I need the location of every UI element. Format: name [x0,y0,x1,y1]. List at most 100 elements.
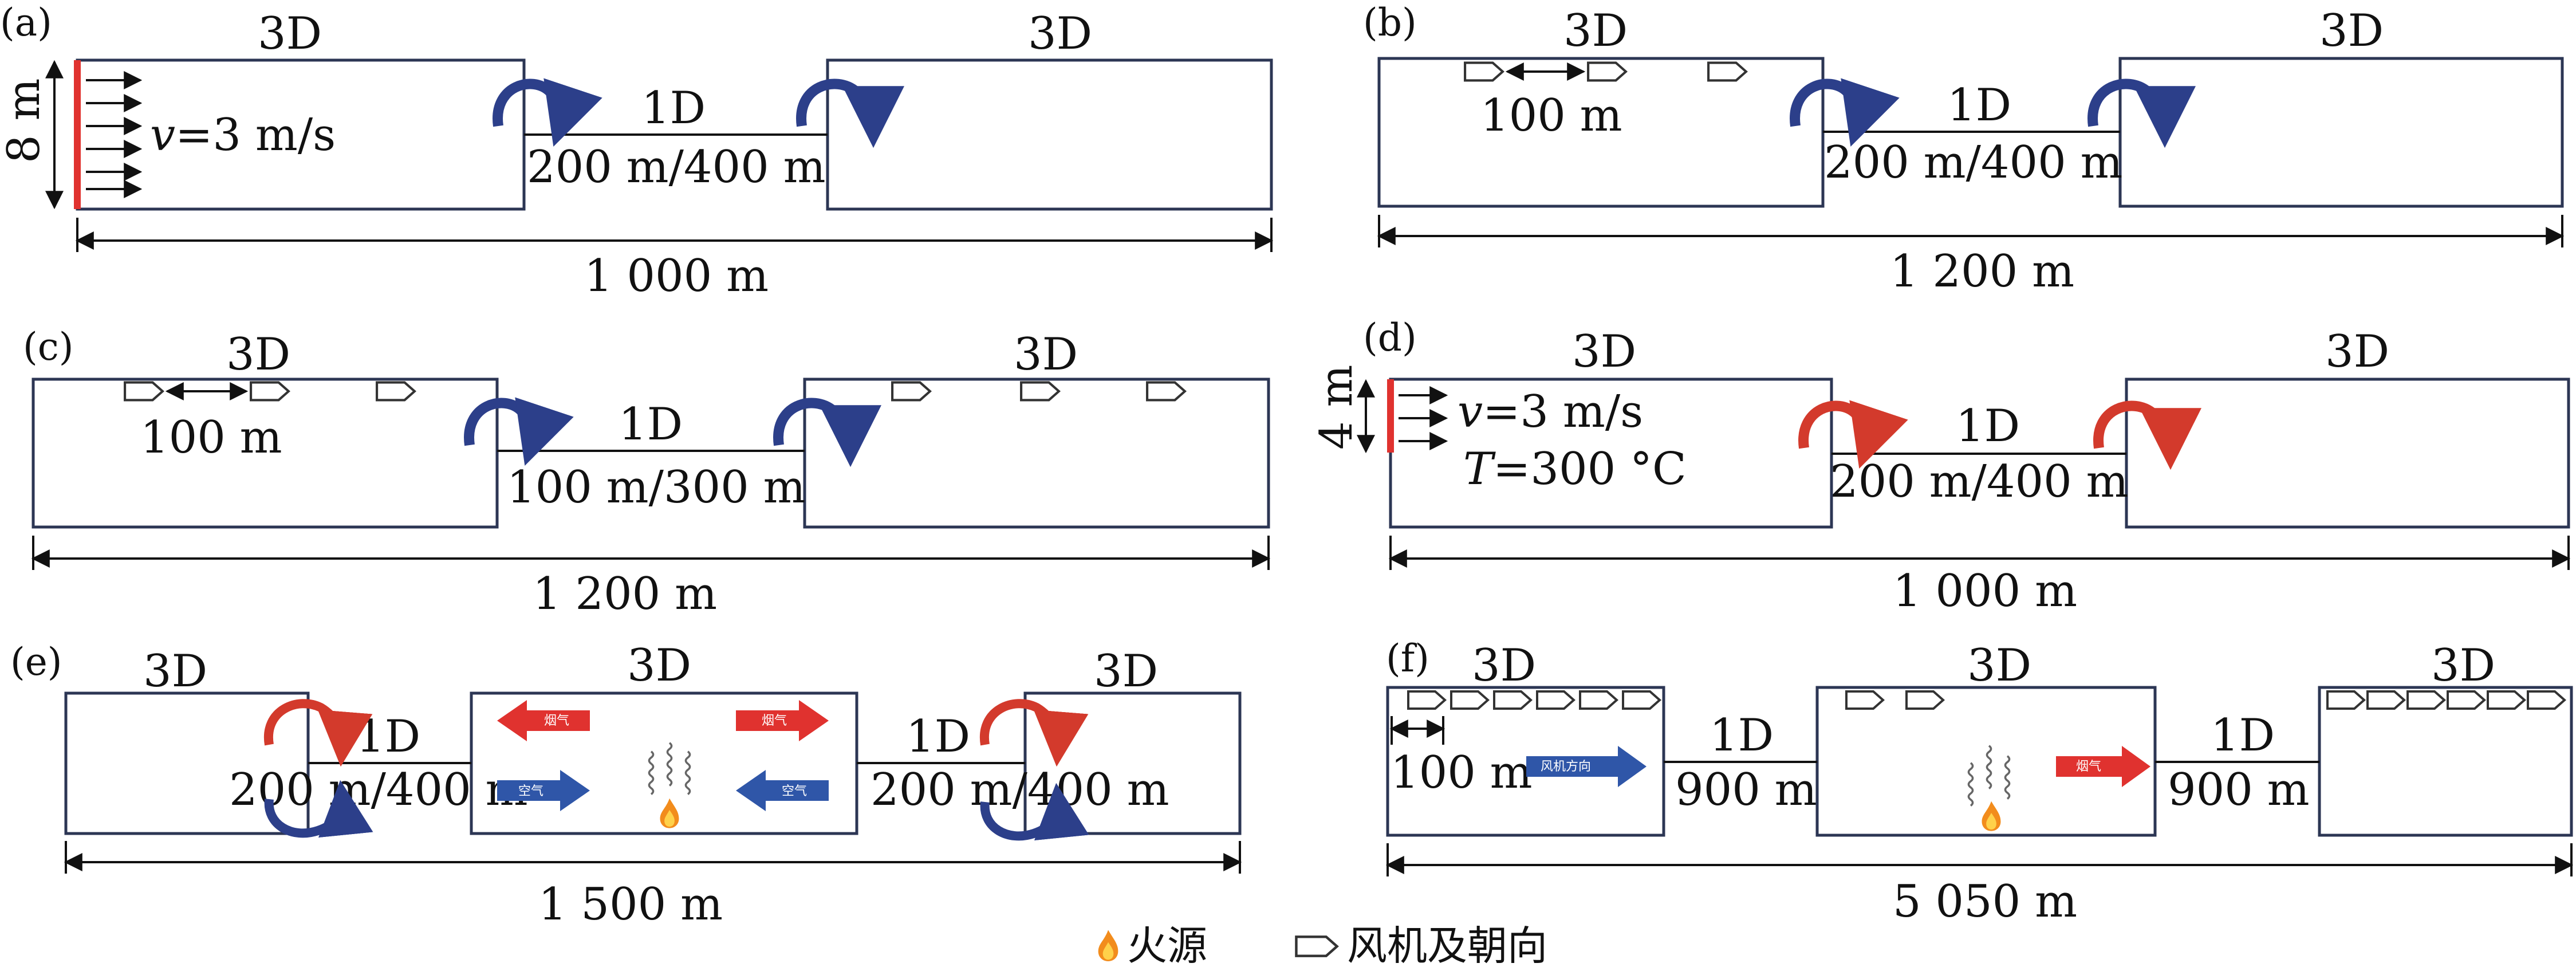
panel-e-mid-3d-label: 3D [627,640,691,691]
panel-f-fan-icon-10 [2368,691,2404,709]
panel-f-1d-left-label: 1D [1710,710,1774,761]
panel-f-fan-icon-3 [1494,691,1531,709]
panel-f-fan-spacing-label: 100 m [1391,747,1533,799]
panel-b-fan-icon-1 [1465,63,1503,81]
panel-e-fire-icon [660,798,679,828]
panel-d-temperature-label: T=300 °C [1463,443,1687,495]
panel-c-fan-spacing-label: 100 m [140,412,282,463]
panel-d-total-label: 1 000 m [1893,565,2077,617]
panel-f-fan-icon-8 [1907,691,1943,709]
panel-d-1d-length: 200 m/400 m [1830,456,2129,508]
panel-e-smoke-icon-1 [648,750,655,796]
panel-e-smoke-icon-3 [684,750,691,796]
panel-e-air-arrow-left-text: 空气 [518,784,543,799]
panel-f-fan-icon-12 [2448,691,2484,709]
panel-c-1d-length: 100 m/300 m [507,462,806,513]
panel-e-swirl-right-top [979,699,1089,767]
panel-e-1d-right-label: 1D [906,711,970,762]
panel-f-fan-icon-5 [1580,691,1617,709]
panel-d: (d) 3D 3D 1D 200 m/400 m 4 m v=3 m/s T=3… [1311,316,2571,617]
panel-f-1d-right-label: 1D [2211,710,2275,761]
panel-c-right-3d-label: 3D [1014,329,1078,380]
panel-b-flow-curve-left [1790,78,1900,147]
panel-a-total-label: 1 000 m [584,250,769,302]
panel-d-height-label: 4 m [1311,365,1362,450]
panel-f-fan-icon-2 [1451,691,1488,709]
panel-b-fan-icon-3 [1708,63,1746,81]
panel-d-1d-label: 1D [1956,400,2020,452]
panel-e-smoke-arrow-right-text: 烟气 [762,714,787,728]
panel-e-swirl-right-bottom [980,783,1089,841]
panel-b-tag: (b) [1363,1,1417,45]
panel-d-tag: (d) [1363,316,1417,360]
panel-f-fan-direction-arrow-text: 风机方向 [1541,760,1591,774]
panel-f-smoke-icon-3 [2004,755,2011,800]
panel-a-inflow-arrows [86,71,143,198]
panel-c-left-3d-label: 3D [226,329,290,380]
panel-f-smoke-icon-2 [1986,745,1992,790]
panel-e-smoke-arrow-right: 烟气 [736,700,829,741]
panel-f-total-label: 5 050 m [1893,876,2077,927]
panel-f-right-3d-label: 3D [2431,640,2495,691]
panel-a-1d-label: 1D [641,82,706,134]
panel-b: (b) 3D 3D 1D 200 m/400 m 100 m 1 200 m [1363,1,2565,297]
panel-c-fan-icon-3 [377,383,415,400]
legend-fan-label: 风机及朝向 [1347,922,1547,969]
panel-f-tag: (f) [1386,636,1429,681]
panel-d-left-3d-label: 3D [1572,326,1636,378]
panel-a-left-3d-label: 3D [258,8,322,60]
panel-e: (e) 3D 3D 3D 1D 200 m/400 m 1D 200 m/400… [10,640,1242,930]
panel-e-smoke-arrow-left: 烟气 [497,700,590,741]
legend-fan-icon [1296,937,1337,956]
panel-a-right-3d-label: 3D [1028,8,1092,60]
panel-e-1d-right-length: 200 m/400 m [871,764,1169,816]
panel-c-right-3d-box [803,378,1270,529]
panel-c: (c) 3D 3D 1D 100 m/300 m 100 m 1 200 m [23,325,1271,620]
panel-f-left-3d-label: 3D [1472,640,1536,691]
panel-a: (a) 3D 3D 1D 200 m/400 m 8 m v=3 m/s 1 0… [0,1,1274,302]
panel-c-total-label: 1 200 m [533,568,717,620]
panel-f-fan-icon-4 [1537,691,1574,709]
panel-d-right-3d-label: 3D [2325,326,2389,378]
panel-e-swirl-left-top [263,699,373,767]
panel-f-fan-icon-9 [2327,691,2364,709]
panel-c-fan-icon-4 [892,383,930,400]
panel-f: (f) 3D 3D 3D 1D 900 m 1D 900 m 100 m [1385,636,2574,927]
panel-c-fan-icon-2 [251,383,289,400]
panel-c-fan-icon-5 [1021,383,1059,400]
panel-e-right-3d-label: 3D [1094,646,1158,697]
panel-e-tag: (e) [10,640,62,684]
panel-b-1d-length: 200 m/400 m [1824,137,2123,188]
panel-e-left-3d-label: 3D [143,646,207,697]
panel-d-inflow-arrows [1399,386,1448,450]
panel-b-flow-curve-right [2087,78,2196,148]
panel-e-1d-left-label: 1D [356,711,420,762]
panel-d-flow-curve-left [1798,400,1908,469]
panel-a-right-3d-box [826,58,1273,211]
panel-c-flow-curve-right [773,398,881,467]
panel-b-left-3d-label: 3D [1563,5,1628,57]
panel-d-right-3d-box [2125,378,2570,529]
panel-f-fan-icon-1 [1408,691,1445,709]
panel-d-flow-curve-right [2093,400,2201,470]
panel-c-tag: (c) [23,325,73,369]
panel-f-1d-left-length: 900 m [1675,764,1817,816]
panel-f-fan-direction-arrow: 风机方向 [1526,746,1647,787]
panel-c-flow-curve-left [464,397,574,466]
panel-b-fan-icon-2 [1588,63,1626,81]
panel-d-velocity-label: v=3 m/s [1458,386,1643,438]
legend: 火源 风机及朝向 [1098,922,1547,969]
panel-a-height-label: 8 m [0,78,50,163]
panel-b-1d-label: 1D [1947,80,2011,131]
legend-fire-label: 火源 [1127,922,1207,969]
panel-f-fan-icon-7 [1846,691,1883,709]
panel-e-smoke-icon-2 [666,742,673,787]
panel-f-1d-right-length: 900 m [2168,764,2310,816]
panel-c-1d-label: 1D [619,399,683,450]
panel-f-mid-3d-label: 3D [1967,640,2031,691]
panel-f-fan-icon-6 [1623,691,1660,709]
panel-c-fan-icon-1 [125,383,163,400]
panel-f-fan-icon-14 [2528,691,2565,709]
panel-a-flow-curve-left [493,78,602,147]
